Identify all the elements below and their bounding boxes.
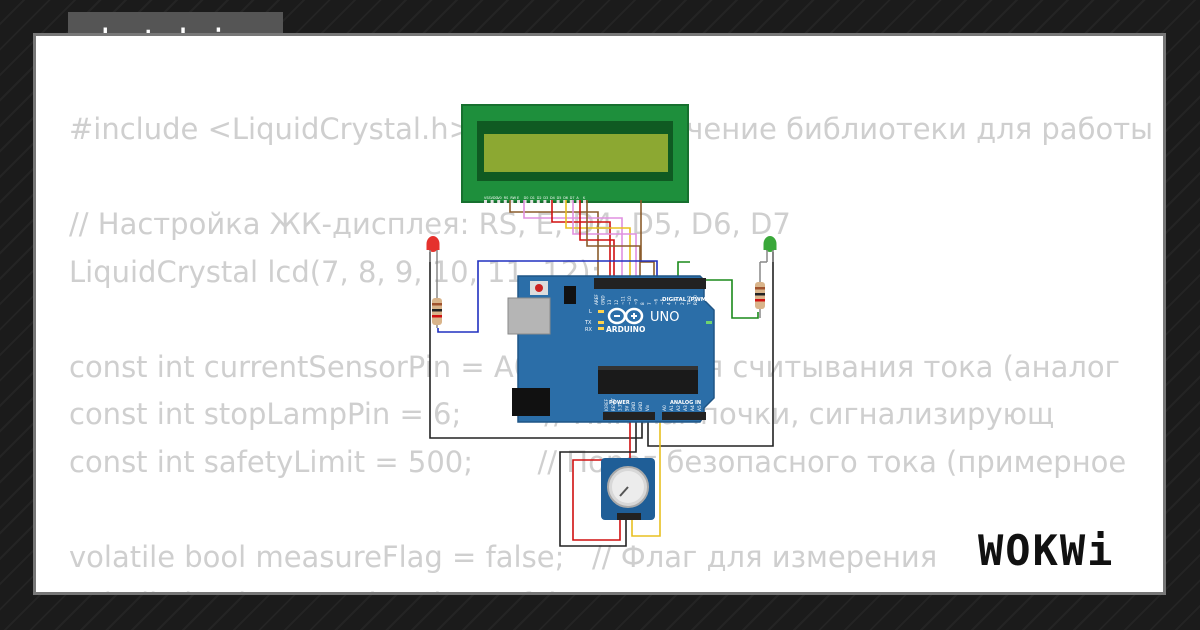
digital-pin-label: 12 bbox=[614, 299, 619, 305]
board-model: UNO bbox=[650, 310, 679, 325]
lcd-pin-label: D7 bbox=[570, 196, 575, 200]
code-line: volatile bool measureFlag = false; // Фл… bbox=[69, 539, 938, 574]
analog-header bbox=[662, 412, 706, 420]
analog-pin-label: A5 bbox=[697, 405, 703, 411]
digital-pin-label: ~9 bbox=[634, 298, 639, 305]
lcd-pin[interactable] bbox=[543, 200, 547, 203]
lcd-pin[interactable] bbox=[569, 200, 573, 203]
digital-pin-label: AREF bbox=[594, 294, 599, 305]
digital-pin-label: 4 bbox=[667, 302, 672, 305]
green-led-resistor[interactable] bbox=[755, 261, 767, 318]
lcd-pin-label: VSS bbox=[484, 196, 491, 200]
lcd-pin-label: K bbox=[583, 196, 586, 200]
led-label-rx: RX bbox=[585, 327, 592, 333]
lcd-pin-label: D2 bbox=[537, 196, 542, 200]
lcd-pin[interactable] bbox=[556, 200, 560, 203]
board-brand: ARDUINO bbox=[606, 325, 645, 334]
lcd-pin-label: RS bbox=[504, 196, 509, 200]
lcd-pin-label: V0 bbox=[497, 196, 501, 200]
lcd-pin-label: D3 bbox=[543, 196, 548, 200]
green-led[interactable] bbox=[763, 236, 777, 262]
lcd-pin[interactable] bbox=[497, 200, 501, 203]
digital-pin-label: 13 bbox=[607, 299, 612, 305]
lcd-pin-label: VDD bbox=[491, 196, 499, 200]
lcd-screen bbox=[484, 134, 668, 172]
lcd-pin-label: E bbox=[517, 196, 519, 200]
lcd-pin-label: D0 bbox=[524, 196, 529, 200]
lcd-pin[interactable] bbox=[563, 200, 567, 203]
digital-pin-label: 8 bbox=[640, 302, 645, 305]
digital-header bbox=[594, 278, 706, 289]
atmega-chip bbox=[598, 366, 698, 394]
lcd-pin-label: RW bbox=[510, 196, 516, 200]
analog-pin-label: A4 bbox=[690, 405, 696, 411]
power-label: POWER bbox=[609, 400, 630, 406]
power-pin-label: GND bbox=[638, 402, 643, 411]
lcd-pin[interactable] bbox=[576, 200, 580, 203]
lcd-pin[interactable] bbox=[536, 200, 540, 203]
lcd-pin-label: A bbox=[576, 196, 579, 200]
digital-pin-label: TX 1 bbox=[686, 295, 691, 306]
lcd-pin[interactable] bbox=[523, 200, 527, 203]
lcd-pin[interactable] bbox=[484, 200, 487, 203]
digital-pin-label: ~5 bbox=[660, 298, 665, 305]
lcd-pin-label: D6 bbox=[563, 196, 568, 200]
red-led[interactable] bbox=[426, 236, 440, 262]
analog-pin-label: A0 bbox=[662, 405, 668, 411]
digital-label: DIGITAL (PWM ~) bbox=[662, 297, 716, 303]
digital-pin-label: ~11 bbox=[620, 296, 625, 305]
lcd-pin[interactable] bbox=[583, 200, 586, 203]
red-led-resistor[interactable] bbox=[432, 262, 442, 328]
code-line: // Настройка ЖК-дисплея: RS, E, D4, D5, … bbox=[69, 207, 791, 241]
digital-pin-label: 2 bbox=[680, 302, 685, 305]
lcd-pin[interactable] bbox=[510, 200, 514, 203]
power-pin-label: IOREF bbox=[604, 398, 609, 411]
lcd-pin[interactable] bbox=[490, 200, 494, 203]
lcd-pin[interactable] bbox=[503, 200, 507, 203]
wokwi-logo: WOKWi bbox=[978, 526, 1115, 575]
power-pin-label: 5V bbox=[624, 405, 629, 411]
analog-label: ANALOG IN bbox=[670, 400, 701, 406]
analog-pin-label: A1 bbox=[669, 405, 675, 411]
arduino-uno-board[interactable]: UNO ARDUINO DIGITAL (PWM ~) POWER ANALOG… bbox=[507, 275, 724, 423]
code-line: const int safetyLimit = 500; // Порог бе… bbox=[69, 444, 1127, 479]
wires bbox=[429, 200, 774, 547]
power-pin-label: 3.3V bbox=[618, 402, 623, 411]
analog-pin-label: A3 bbox=[683, 405, 689, 411]
lcd-pin[interactable] bbox=[530, 200, 534, 203]
digital-pin-label: ~10 bbox=[627, 296, 632, 305]
digital-pin-label: GND bbox=[601, 295, 606, 305]
lcd-pin[interactable] bbox=[517, 200, 520, 203]
digital-pin-label: ~3 bbox=[673, 298, 678, 305]
digital-pin-label: RX 0 bbox=[693, 295, 698, 305]
power-header bbox=[603, 412, 655, 420]
led-label-on: ON bbox=[716, 320, 724, 326]
lcd-pin-label: D5 bbox=[557, 196, 562, 200]
digital-pin-label: ~6 bbox=[653, 298, 658, 305]
power-pin-label: Vin bbox=[645, 404, 650, 411]
power-pin-label: RESET bbox=[611, 398, 616, 411]
analog-pin-label: A2 bbox=[676, 405, 682, 411]
lcd-pin-label: D1 bbox=[530, 196, 535, 200]
code-line: volatile bool someOtherFlag = false; // … bbox=[69, 581, 1163, 592]
lcd-pin-label: D4 bbox=[550, 196, 555, 200]
digital-pin-label: 7 bbox=[647, 302, 652, 305]
potentiometer[interactable] bbox=[601, 458, 655, 520]
led-label-l: L bbox=[589, 309, 592, 315]
power-pin-label: GND bbox=[631, 402, 636, 411]
led-label-tx: TX bbox=[584, 320, 592, 326]
arduino-logo-icon bbox=[607, 307, 644, 325]
